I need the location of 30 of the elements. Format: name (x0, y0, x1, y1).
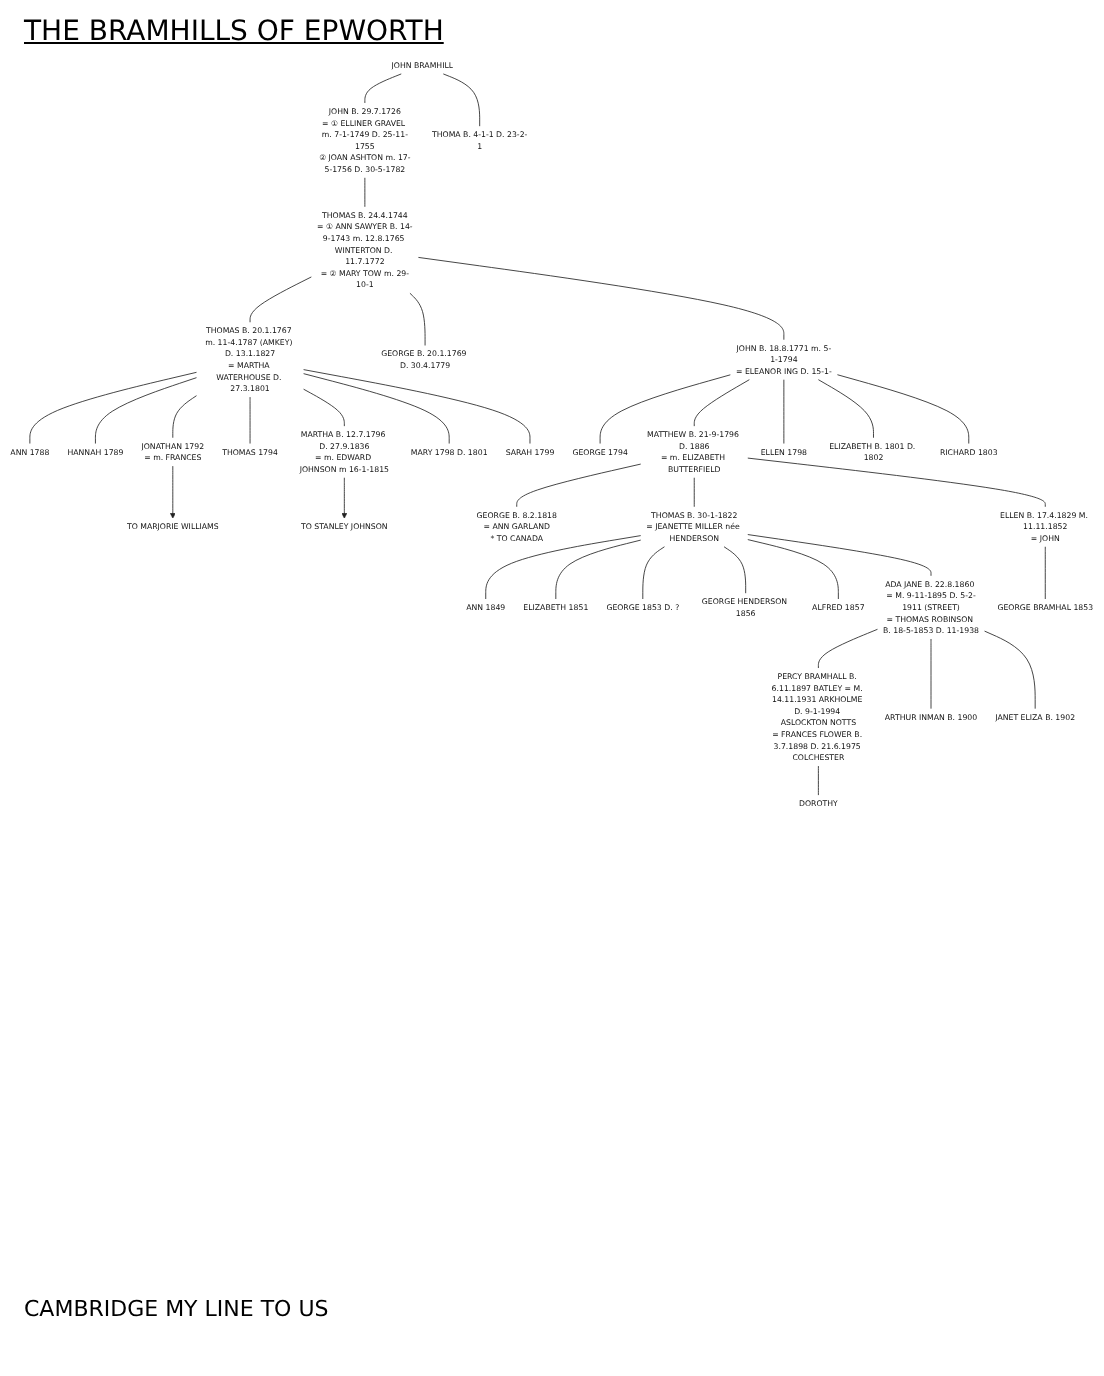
connector (303, 369, 531, 444)
connector (837, 374, 970, 444)
note-text: CAMBRIDGE MY LINE TO US (24, 1296, 329, 1322)
connector (249, 276, 312, 323)
connector (442, 73, 481, 127)
connector (1044, 546, 1046, 600)
connector (747, 539, 839, 600)
connector (555, 539, 642, 600)
connector (984, 630, 1036, 710)
connector (817, 765, 819, 796)
connector (29, 371, 197, 444)
connector (642, 546, 665, 600)
connector (747, 457, 1046, 508)
connector (485, 535, 642, 600)
connector (303, 388, 345, 427)
connector (409, 292, 426, 346)
connector (599, 374, 731, 444)
connector (364, 73, 402, 104)
connector (172, 395, 197, 439)
connector (516, 463, 642, 508)
connector (817, 628, 878, 669)
connector (723, 546, 747, 594)
connector (303, 373, 450, 444)
tree-title: THE BRAMHILLS OF EPWORTH (24, 16, 444, 48)
connector (693, 379, 750, 427)
connector (817, 379, 874, 439)
connector (418, 257, 785, 341)
connector (95, 377, 197, 444)
connector (747, 534, 932, 577)
connector (693, 477, 695, 508)
